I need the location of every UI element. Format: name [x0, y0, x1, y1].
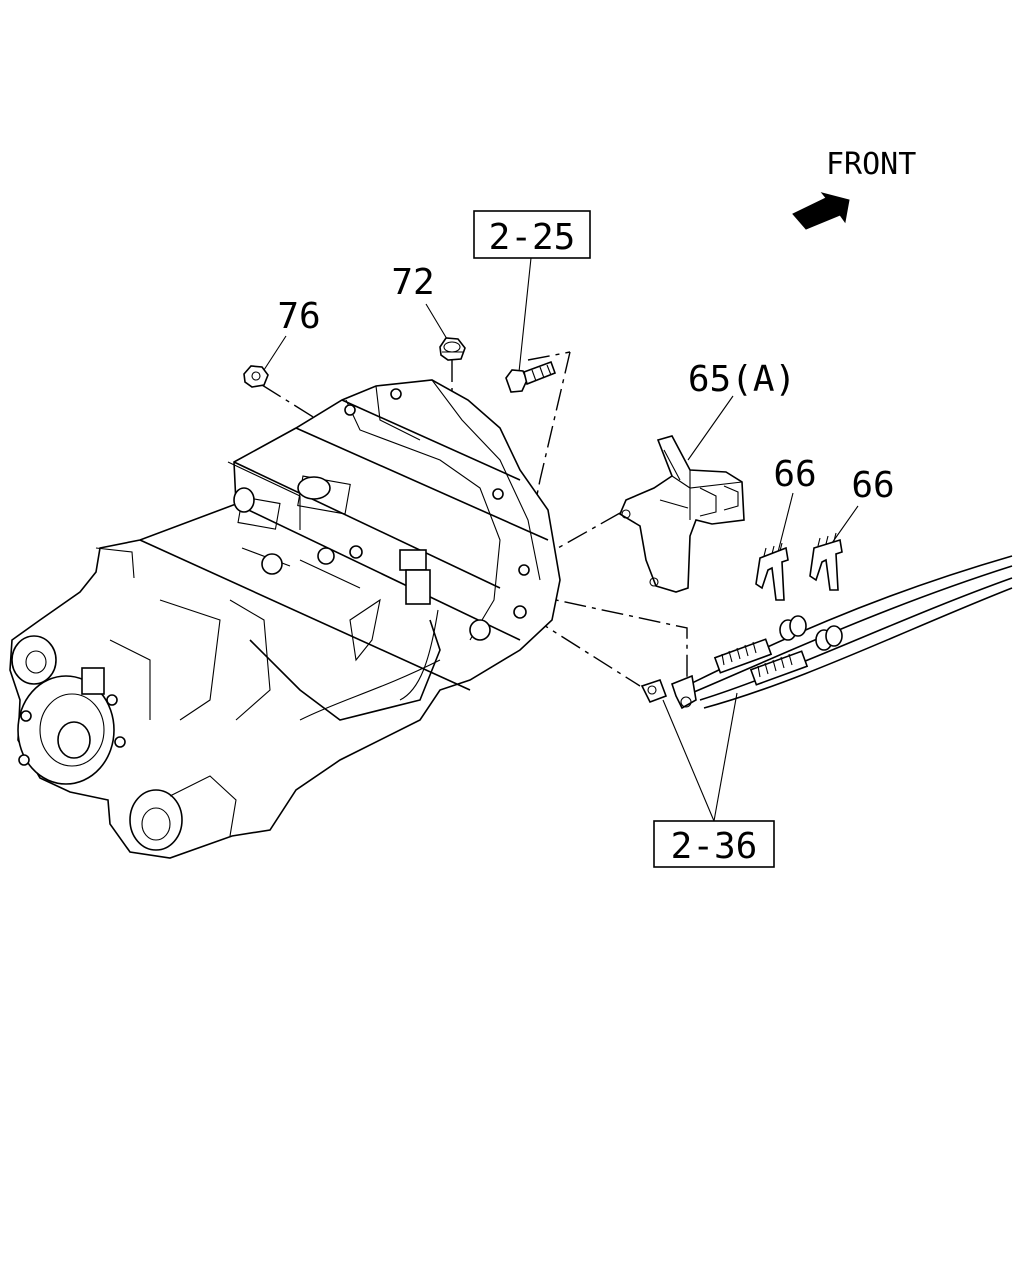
nut-76-icon — [243, 365, 269, 388]
callout-72: 72 — [391, 262, 434, 303]
bolt-2-25-icon — [505, 360, 557, 393]
transmission-assembly — [9, 379, 561, 859]
bracket-65a — [618, 435, 745, 593]
callout-76: 76 — [277, 296, 320, 337]
front-label: FRONT — [826, 147, 916, 182]
clip-66-left-icon — [755, 542, 789, 601]
reference-box-2-25: 2-25 — [473, 210, 591, 259]
reference-box-2-36: 2-36 — [653, 820, 775, 868]
callout-66b: 66 — [851, 465, 894, 506]
cable-boot-lower — [749, 625, 843, 686]
leader-lines — [261, 257, 859, 822]
reference-label-2-36: 2-36 — [671, 826, 758, 867]
callout-66a: 66 — [773, 454, 816, 495]
nut-72-icon — [439, 337, 466, 361]
reference-label-2-25: 2-25 — [489, 217, 576, 258]
front-arrow-icon — [792, 192, 850, 230]
rear-housing-detail — [11, 547, 135, 695]
cable-end-left — [640, 674, 697, 710]
cable-boot-upper — [713, 615, 807, 674]
clip-66-right-icon — [809, 532, 843, 591]
shift-cables — [640, 555, 1013, 710]
callout-65a: 65(A) — [688, 359, 796, 400]
pto-flange — [129, 775, 237, 851]
output-flange — [17, 675, 126, 785]
